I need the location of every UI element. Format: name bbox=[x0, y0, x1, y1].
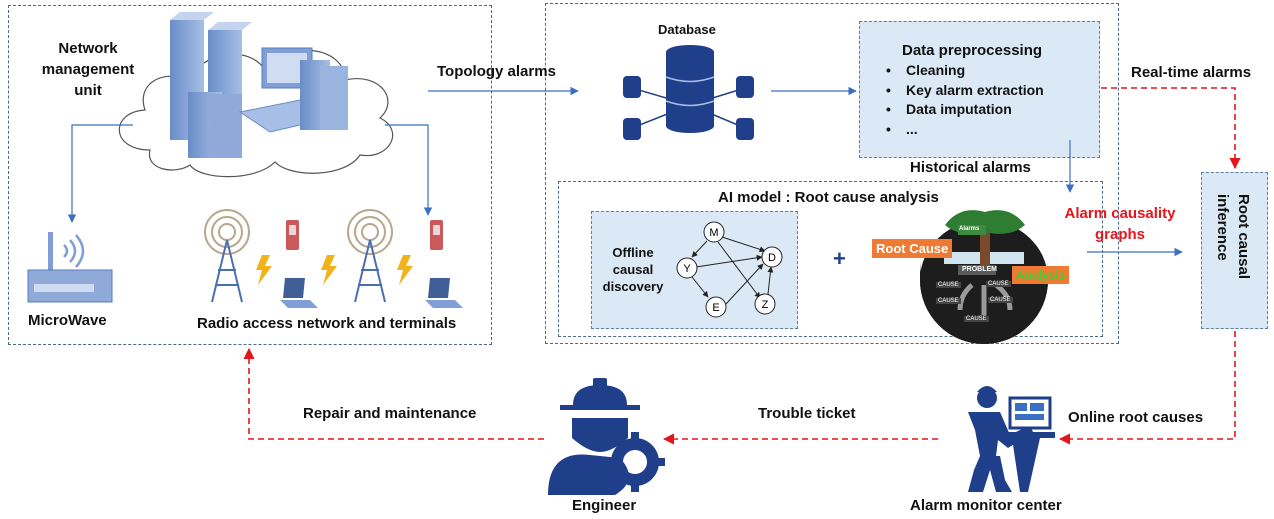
graph-node-e: E bbox=[705, 296, 727, 318]
analysis-region bbox=[545, 3, 1119, 344]
radio-tower-icon bbox=[204, 209, 250, 303]
server-icon bbox=[170, 12, 252, 158]
svg-text:E: E bbox=[712, 302, 719, 314]
graph-node-m: M bbox=[703, 221, 725, 243]
laptop-icon bbox=[280, 278, 463, 308]
radio-tower-icon bbox=[347, 209, 393, 303]
svg-text:Y: Y bbox=[683, 263, 691, 275]
alarm-monitor-center-label: Alarm monitor center bbox=[910, 497, 1062, 514]
microwave-label: MicroWave bbox=[28, 312, 107, 329]
offline-causal-label: Offline causal discovery bbox=[602, 245, 664, 294]
alarm-causality-label: Alarm causality graphs bbox=[1064, 205, 1176, 243]
preprocessing-title: Data preprocessing bbox=[902, 42, 1043, 59]
realtime-alarms-label: Real-time alarms bbox=[1131, 64, 1252, 81]
causal-graph: M D Y E Z bbox=[676, 221, 783, 318]
root-cause-tree-icon bbox=[920, 210, 1048, 344]
plus-sign: + bbox=[833, 246, 846, 271]
cause-tag: CAUSE bbox=[936, 298, 961, 304]
database-icon bbox=[623, 45, 754, 140]
lightning-icon bbox=[256, 255, 413, 285]
preprocessing-item: Data imputation bbox=[886, 100, 1044, 120]
engineer-icon bbox=[548, 378, 665, 495]
cause-tag: CAUSE bbox=[988, 297, 1013, 303]
svg-text:M: M bbox=[709, 227, 718, 239]
root-cause-tag: Root Cause bbox=[872, 239, 953, 258]
preprocessing-item: Cleaning bbox=[886, 61, 1044, 81]
graph-node-d: D bbox=[761, 246, 783, 268]
historical-alarms-label: Historical alarms bbox=[910, 159, 1031, 176]
database-label: Database bbox=[658, 22, 716, 37]
computer-icon bbox=[238, 47, 348, 133]
online-root-causes-label: Online root causes bbox=[1068, 409, 1204, 426]
topology-alarms-label: Topology alarms bbox=[437, 63, 556, 80]
ran-label: Radio access network and terminals bbox=[197, 315, 457, 332]
network-mgmt-label: Network management unit bbox=[41, 40, 135, 99]
preprocessing-item: Key alarm extraction bbox=[886, 81, 1044, 101]
repair-maintenance-label: Repair and maintenance bbox=[303, 405, 477, 422]
problem-tag: PROBLEM bbox=[962, 266, 997, 273]
preprocessing-item: ... bbox=[886, 120, 1044, 140]
network-region bbox=[8, 5, 492, 345]
graph-node-y: Y bbox=[676, 257, 698, 279]
graph-node-z: Z bbox=[754, 293, 776, 315]
trouble-ticket-label: Trouble ticket bbox=[758, 405, 856, 422]
root-causal-inference-label: Root causal inference bbox=[1214, 194, 1252, 280]
cause-tag: CAUSE bbox=[986, 281, 1011, 287]
preprocessing-list: Cleaning Key alarm extraction Data imput… bbox=[886, 61, 1044, 139]
cause-tag: CAUSE bbox=[936, 282, 961, 288]
operator-icon bbox=[968, 386, 1055, 492]
svg-text:D: D bbox=[768, 252, 776, 264]
microwave-router-icon bbox=[27, 232, 113, 303]
ai-model-box bbox=[558, 181, 1103, 337]
ai-model-title: AI model : Root cause analysis bbox=[718, 189, 939, 206]
svg-text:Z: Z bbox=[762, 299, 769, 311]
cause-tag: CAUSE bbox=[964, 316, 989, 322]
alarms-tag: Alarms bbox=[959, 226, 980, 232]
analysis-tag: Analysis bbox=[1012, 266, 1070, 284]
root-causal-inference-box bbox=[1201, 172, 1268, 329]
engineer-label: Engineer bbox=[572, 497, 637, 514]
phone-icon bbox=[286, 220, 443, 250]
